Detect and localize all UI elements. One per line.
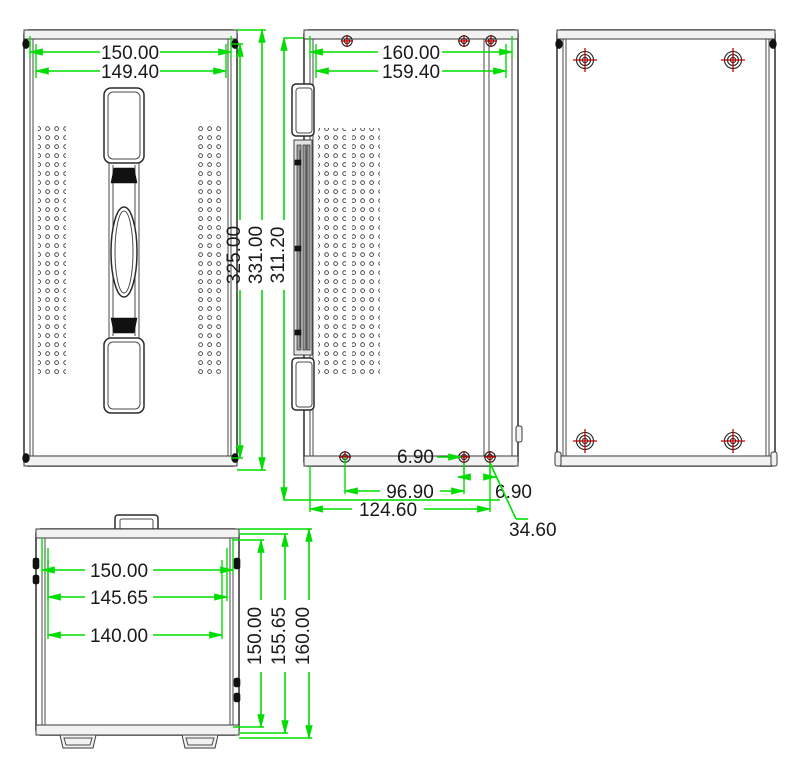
latch-nub-left bbox=[22, 39, 30, 49]
dim-160-00-top: 160.00 bbox=[308, 36, 514, 64]
dim-150-00-vertical: 150.00 bbox=[233, 538, 266, 729]
bottom-nub-left-upper bbox=[32, 557, 40, 570]
view-bottom-panel bbox=[32, 514, 241, 749]
bottom-handle-tab bbox=[114, 514, 159, 532]
dim-label-150-00-bottom: 150.00 bbox=[90, 561, 148, 582]
dim-label-145-65: 145.65 bbox=[90, 588, 148, 609]
dim-159-40: 159.40 bbox=[314, 44, 508, 83]
rear-screw-bottom-right bbox=[721, 429, 745, 453]
dim-150-00-top: 150.00 bbox=[28, 36, 233, 64]
rear-tab-bl bbox=[554, 451, 562, 467]
dim-155-65-vertical: 155.65 bbox=[239, 532, 290, 735]
dim-label-149-40: 149.40 bbox=[101, 62, 159, 83]
handle-grip-bottom bbox=[110, 317, 138, 334]
perforation-block-right bbox=[196, 122, 224, 374]
dim-label-159-40: 159.40 bbox=[382, 62, 440, 83]
dim-149-40: 149.40 bbox=[34, 44, 228, 83]
view-front-left-panel bbox=[22, 29, 239, 467]
dim-label-140-00: 140.00 bbox=[90, 626, 148, 647]
dim-label-124-60: 124.60 bbox=[359, 500, 417, 521]
screw-top-right bbox=[458, 35, 470, 47]
foot-right bbox=[181, 734, 219, 749]
handle-grip-top bbox=[110, 167, 138, 184]
dim-label-6-90-lower: 6.90 bbox=[495, 482, 532, 503]
perforation-block-side-a bbox=[318, 128, 346, 376]
rear-screw-top-right bbox=[721, 48, 745, 72]
rear-latch-nub-tl bbox=[555, 39, 563, 49]
dim-34-60: 34.60 bbox=[489, 462, 557, 541]
dim-label-325-00: 325.00 bbox=[224, 226, 245, 284]
bottom-nub-right-upper bbox=[233, 557, 241, 570]
dim-label-96-90: 96.90 bbox=[386, 482, 434, 503]
edge-rail-assembly bbox=[291, 83, 315, 411]
dim-150-00-bottom: 150.00 bbox=[40, 538, 235, 582]
bottom-nub-left-lower bbox=[32, 574, 40, 585]
rear-latch-nub-tr bbox=[769, 39, 777, 49]
screw-bottom-right bbox=[484, 451, 496, 463]
foot-left bbox=[59, 734, 97, 749]
perforation-block-left bbox=[38, 122, 66, 374]
latch-nub-left-lower bbox=[22, 453, 30, 463]
dim-label-6-90-upper: 6.90 bbox=[397, 447, 434, 468]
rear-screw-bottom-left bbox=[573, 429, 597, 453]
perforation-block-side-b bbox=[352, 128, 380, 376]
view-rear-panel bbox=[554, 29, 778, 467]
screw-top-far-right bbox=[485, 35, 497, 47]
dim-label-150-00-top: 150.00 bbox=[101, 43, 159, 64]
dim-331-00: 331.00 bbox=[237, 28, 267, 472]
handle-grip-center bbox=[110, 206, 138, 298]
dim-6-90-upper: 6.90 bbox=[397, 447, 463, 468]
dim-160-00-vertical: 160.00 bbox=[239, 527, 314, 740]
dim-label-160-00-vertical: 160.00 bbox=[293, 607, 314, 665]
dim-label-160-00-top: 160.00 bbox=[382, 43, 440, 64]
dim-label-155-65-vertical: 155.65 bbox=[269, 607, 290, 665]
dim-label-150-00-vertical: 150.00 bbox=[245, 607, 266, 665]
side-tab bbox=[515, 425, 523, 443]
dim-label-311-20: 311.20 bbox=[268, 227, 289, 284]
carry-handle bbox=[103, 87, 145, 414]
bottom-nub-right-lowest bbox=[233, 692, 241, 703]
dim-label-331-00: 331.00 bbox=[246, 226, 267, 284]
rear-screw-top-left bbox=[573, 48, 597, 72]
rear-tab-br bbox=[770, 451, 778, 467]
dim-311-20: 311.20 bbox=[268, 36, 500, 502]
dim-6-90-lower: 6.90 bbox=[456, 463, 532, 503]
bottom-nub-right-lower bbox=[233, 677, 241, 688]
dim-label-34-60: 34.60 bbox=[509, 520, 557, 541]
dim-124-60: 124.60 bbox=[308, 463, 492, 521]
dim-325-00: 325.00 bbox=[224, 42, 245, 460]
screw-top-left bbox=[341, 35, 353, 47]
dim-140-00: 140.00 bbox=[46, 560, 224, 647]
view-side-panel bbox=[291, 29, 523, 467]
